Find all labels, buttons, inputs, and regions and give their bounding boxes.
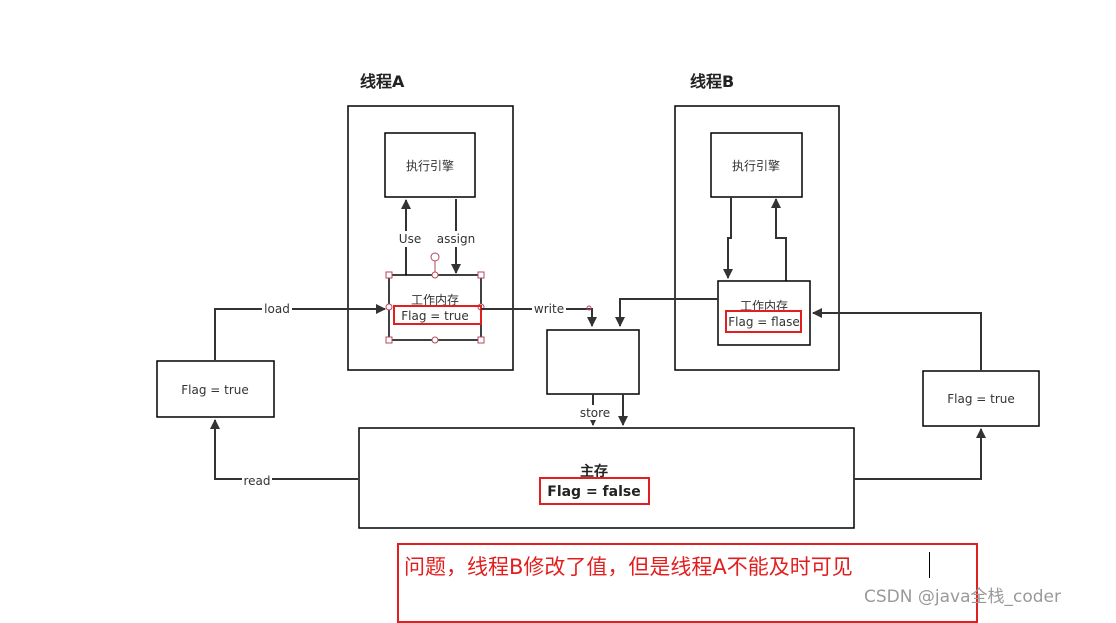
thread-b-engine-box (710, 132, 803, 198)
thread-b-to-buffer-edge (615, 298, 718, 327)
thread-b-flag-highlight (725, 310, 802, 333)
csdn-watermark: CSDN @java全栈_coder (864, 587, 1061, 607)
thread-a-working-memory-label: 工作内存 (411, 293, 459, 307)
use-edge-label: Use (399, 232, 421, 246)
main-to-right-edge (854, 428, 986, 480)
main-memory-flag-highlight (539, 477, 650, 505)
main-memory-title: 主存 (580, 463, 608, 480)
write-edge (481, 308, 597, 327)
right-to-thread-b-edge (812, 308, 982, 370)
thread-a-working-memory-box[interactable] (388, 274, 482, 341)
write-buffer-box (546, 329, 640, 395)
right-value-box (922, 370, 1040, 427)
question-note-text: 问题，线程B修改了值，但是线程A不能及时可见 (404, 555, 853, 579)
thread-a-flag-label: Flag = true (401, 309, 469, 323)
thread-a-flag-highlight (393, 305, 482, 325)
load-edge-label: load (264, 302, 290, 316)
store-edge-label: store (580, 406, 610, 420)
thread-b-engine-label: 执行引擎 (732, 158, 780, 173)
thread-a-title: 线程A (360, 72, 405, 91)
thread-b-working-memory-label: 工作内存 (740, 299, 788, 313)
read-edge (210, 419, 358, 480)
read-edge-label: read (243, 474, 270, 488)
selection-handles[interactable] (385, 252, 485, 344)
write-edge-label: write (534, 302, 564, 316)
text-cursor (929, 552, 930, 578)
thread-a-engine-box (384, 132, 476, 198)
thread-b-title: 线程B (690, 72, 734, 91)
thread-b-flag-label: Flag = flase (728, 315, 799, 329)
left-value-box (156, 360, 275, 418)
left-value-label: Flag = true (181, 383, 249, 397)
main-memory-flag-label: Flag = false (547, 484, 640, 500)
thread-b-use-edge (723, 197, 733, 279)
load-edge (214, 304, 386, 360)
right-value-label: Flag = true (947, 392, 1015, 406)
thread-a-engine-label: 执行引擎 (406, 158, 454, 173)
thread-b-assign-edge (771, 198, 787, 281)
assign-edge-label: assign (437, 232, 475, 246)
